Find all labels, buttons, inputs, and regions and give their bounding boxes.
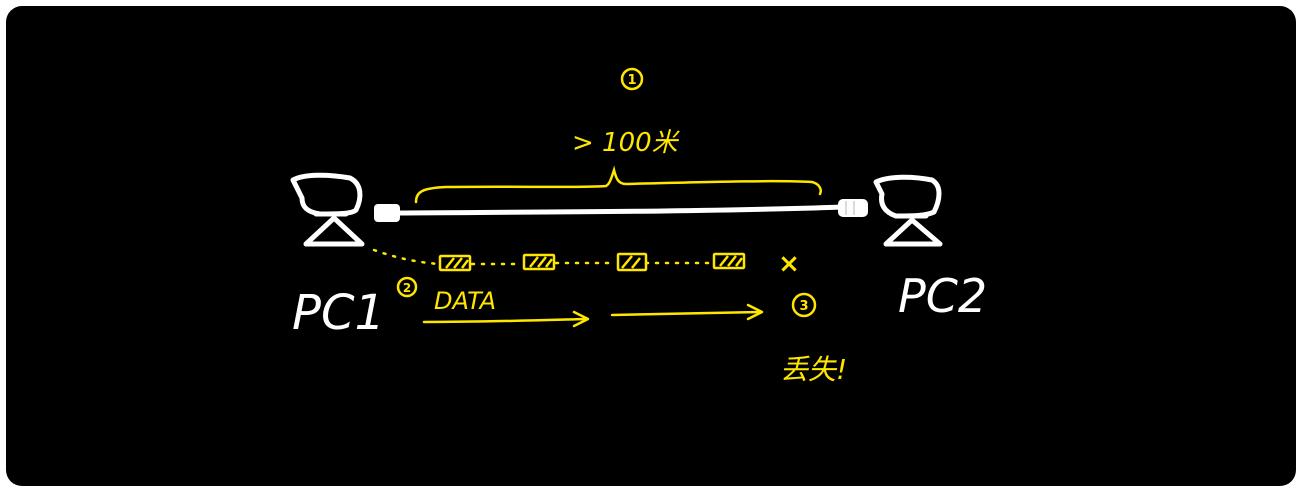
cable-connector-left	[374, 204, 400, 222]
pc1-computer-icon	[290, 172, 365, 247]
marker-3-text: 3	[799, 299, 808, 314]
data-packet-icon	[712, 252, 746, 270]
data-packet-icon	[438, 254, 472, 272]
diagram-canvas: 1 > 100米 × PC1 PC2 2 DATA	[6, 6, 1296, 486]
distance-label: > 100米	[572, 128, 681, 158]
marker-1-text: 1	[627, 73, 636, 88]
data-direction-arrow	[610, 303, 764, 321]
pc2-computer-icon	[873, 174, 943, 247]
data-direction-arrow	[422, 310, 590, 328]
marker-3: 3	[791, 292, 817, 318]
data-packet-icon	[522, 253, 556, 271]
loss-label: 丢失!	[780, 353, 847, 386]
data-flow	[372, 248, 714, 266]
marker-1: 1	[620, 67, 644, 91]
marker-2: 2	[396, 276, 418, 298]
cable-connector-right	[838, 199, 868, 217]
network-cable	[374, 199, 868, 222]
network-diagram: 1 > 100米 × PC1 PC2 2 DATA	[290, 67, 987, 386]
distance-brace	[414, 165, 822, 204]
marker-2-text: 2	[403, 281, 411, 295]
loss-mark: ×	[778, 249, 800, 279]
pc1-label: PC1	[292, 285, 385, 341]
pc2-label: PC2	[898, 269, 987, 323]
data-packet-icon	[616, 252, 648, 272]
data-label: DATA	[434, 287, 496, 315]
